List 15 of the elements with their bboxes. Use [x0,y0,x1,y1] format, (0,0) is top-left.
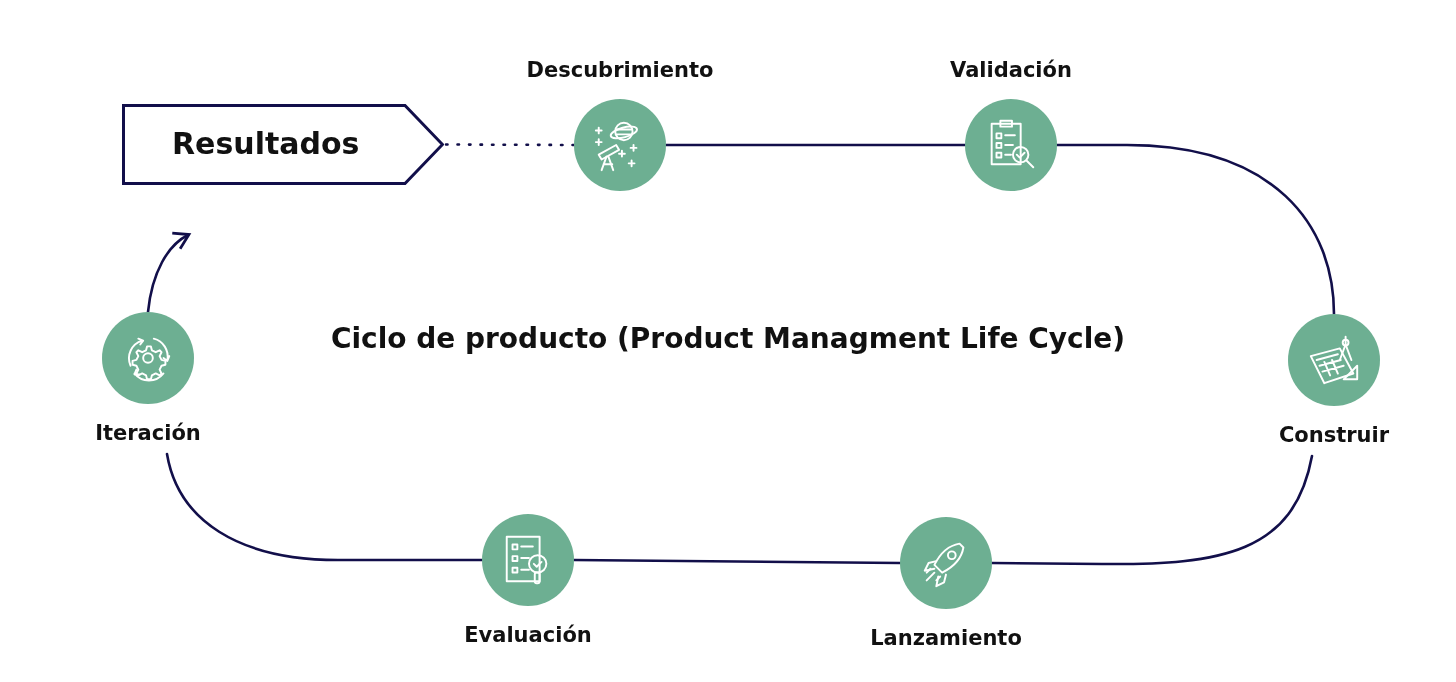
connector-line [1055,143,1336,316]
step-label: Iteración [95,420,201,446]
diagram-title: Ciclo de producto (Product Managment Life Cycle) [329,322,1127,355]
connector-line [165,452,484,562]
dotted-connector [442,143,576,147]
box-label: Resultados [172,125,360,161]
curved-arrow [146,232,191,314]
step-label: Descubrimiento [526,57,714,83]
connector-line [664,143,967,147]
step-label: Evaluación [464,622,592,648]
connector-line [572,558,902,565]
step-label: Validación [950,57,1072,83]
step-label: Construir [1278,422,1390,448]
step-label: Lanzamiento [870,625,1022,651]
connector-line [990,454,1314,566]
